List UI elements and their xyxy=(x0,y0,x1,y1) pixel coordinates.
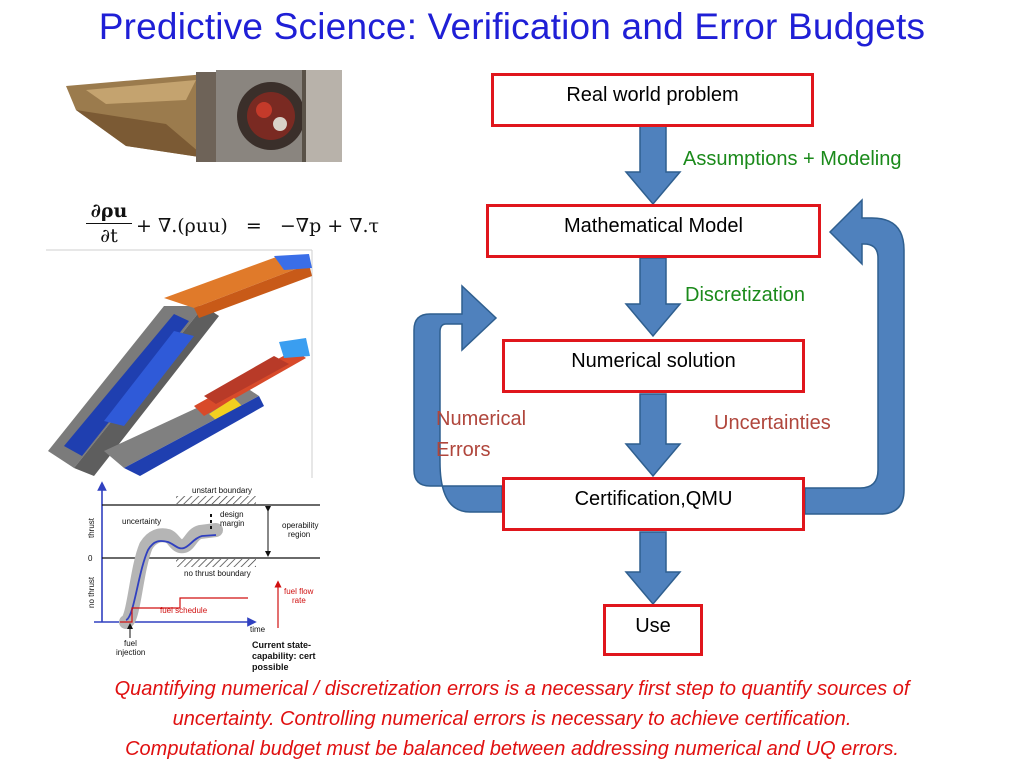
arrow-to-math-model xyxy=(624,125,682,206)
operability-label: operability xyxy=(282,521,318,530)
cfd-simulation-render xyxy=(46,249,313,478)
real-world-problem-text: Real world problem xyxy=(566,84,739,106)
injection-label: injection xyxy=(116,648,145,657)
uncertainty-label: uncertainty xyxy=(122,517,161,526)
unstart-boundary-label: unstart boundary xyxy=(192,486,252,495)
thrust-operability-chart: unstart boundary design margin operabili… xyxy=(87,481,320,672)
uncertainties-loop-arrow xyxy=(804,198,905,515)
equation-denominator: ∂t xyxy=(100,225,118,247)
mathematical-model-text: Mathematical Model xyxy=(564,215,743,237)
capability-label: capability: cert xyxy=(252,651,316,661)
possible-label: possible xyxy=(252,662,289,672)
slide-title: Predictive Science: Verification and Err… xyxy=(98,6,926,47)
certification-text: Certification,QMU xyxy=(574,488,733,510)
numerical-errors-label-line2: Errors xyxy=(436,439,491,461)
scramjet-photo xyxy=(66,66,342,166)
uncertainties-label: Uncertainties xyxy=(714,412,831,434)
region-label: region xyxy=(288,530,310,539)
fuel-label: fuel xyxy=(124,639,137,648)
use-box: Use xyxy=(603,604,703,656)
zero-tick-label: 0 xyxy=(88,554,93,563)
design-label: design xyxy=(220,510,244,519)
fuel-schedule-label: fuel schedule xyxy=(160,606,208,615)
discretization-label: Discretization xyxy=(685,284,806,306)
use-text: Use xyxy=(635,615,671,637)
arrow-to-use xyxy=(624,531,682,606)
caption-line-2: uncertainty. Controlling numerical error… xyxy=(172,708,852,730)
navier-stokes-equation: ∂ρu ∂t + ∇.(ρuu) = −∇p + ∇.τ xyxy=(84,200,424,256)
time-axis-label: time xyxy=(250,625,266,634)
assumptions-modeling-label: Assumptions + Modeling xyxy=(683,148,902,170)
numerical-solution-text: Numerical solution xyxy=(571,350,736,372)
real-world-problem-box: Real world problem xyxy=(491,73,814,127)
caption-line-1: Quantifying numerical / discretization e… xyxy=(114,678,910,700)
numerical-solution-box: Numerical solution xyxy=(502,339,805,393)
arrow-to-certification xyxy=(624,393,682,478)
equation-rhs: + ∇.(ρuu) = −∇p + ∇.τ xyxy=(136,215,380,237)
slide-caption: Quantifying numerical / discretization e… xyxy=(30,674,994,764)
current-state-label: Current state- xyxy=(252,640,311,650)
numerical-errors-label-line1: Numerical xyxy=(436,408,527,430)
fuel-flow-label: fuel flow xyxy=(284,587,314,596)
margin-label: margin xyxy=(220,519,244,528)
numerical-errors-loop-arrow xyxy=(413,284,503,513)
mathematical-model-box: Mathematical Model xyxy=(486,204,821,258)
fuel-flow-rate-label: rate xyxy=(292,596,306,605)
arrow-to-numerical xyxy=(624,257,682,338)
certification-box: Certification,QMU xyxy=(502,477,805,531)
equation-numerator: ∂ρu xyxy=(90,200,128,222)
no-thrust-axis-label: no thrust xyxy=(87,576,96,608)
caption-line-3: Computational budget must be balanced be… xyxy=(125,738,899,760)
no-thrust-boundary-label: no thrust boundary xyxy=(184,569,251,578)
thrust-axis-label: thrust xyxy=(87,517,96,538)
